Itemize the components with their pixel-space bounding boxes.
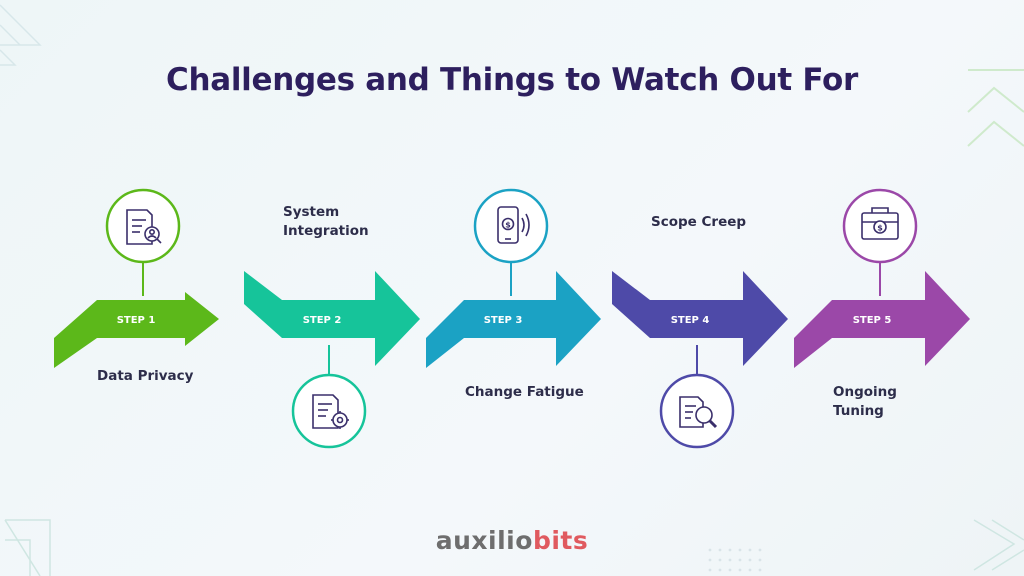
step-3-label: Change Fatigue (465, 384, 584, 400)
step-5-tag: STEP 5 (853, 315, 892, 326)
corner-decoration-bottom-right (973, 519, 1024, 571)
step-2-label: System Integration (283, 204, 369, 239)
logo-part-2: bits (532, 526, 589, 555)
step-1-label: Data Privacy (97, 368, 194, 384)
step-5: STEP 5 $ Ongoing Tuning (794, 188, 970, 419)
document-gear-icon (312, 394, 349, 429)
step-2-icon-circle (291, 373, 367, 449)
step-2-label-line-2: Integration (283, 223, 369, 239)
step-3: STEP 3 $ Change Fatigue (426, 188, 601, 400)
logo-part-1: auxilio (435, 526, 533, 555)
step-3-icon-circle (473, 188, 549, 264)
step-1-arrow (54, 292, 219, 368)
step-5-label: Ongoing Tuning (833, 384, 902, 419)
step-2-tag: STEP 2 (303, 315, 342, 326)
mobile-payment-icon: $ (497, 206, 530, 244)
document-user-icon (126, 209, 162, 245)
step-1: STEP 1 Data Privacy (54, 188, 219, 384)
document-search-icon (679, 396, 718, 429)
step-2-arrow (244, 271, 420, 366)
step-4: STEP 4 Scope Creep (612, 214, 788, 449)
svg-text:$: $ (877, 224, 883, 233)
corner-decoration-top-right (967, 69, 1024, 147)
step-5-label-line-1: Ongoing (833, 384, 897, 400)
step-5-label-line-2: Tuning (833, 403, 884, 419)
corner-decoration-bottom-left (4, 519, 51, 576)
briefcase-dollar-icon: $ (861, 207, 899, 240)
step-1-icon-circle (105, 188, 181, 264)
step-4-arrow (612, 271, 788, 366)
company-logo: auxiliobits (0, 526, 1024, 555)
step-1-tag: STEP 1 (117, 315, 156, 326)
step-2-label-line-1: System (283, 204, 339, 220)
step-4-tag: STEP 4 (671, 315, 710, 326)
step-3-arrow (426, 271, 601, 368)
step-2: STEP 2 System Integration (244, 204, 420, 449)
dot-grid-decoration (708, 548, 762, 572)
step-4-label: Scope Creep (651, 214, 746, 230)
svg-text:$: $ (505, 221, 511, 230)
corner-decoration-top-left (0, 4, 42, 66)
step-3-tag: STEP 3 (484, 315, 523, 326)
page-title: Challenges and Things to Watch Out For (166, 62, 858, 98)
step-5-arrow (794, 271, 970, 368)
